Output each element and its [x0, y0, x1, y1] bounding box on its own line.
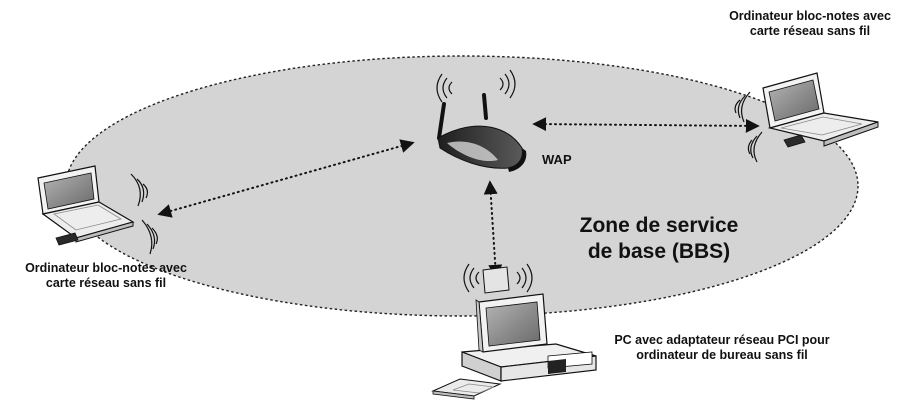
wifi-signal-icon	[130, 173, 158, 255]
laptop-right-icon	[762, 72, 879, 148]
laptop-left-label: Ordinateur bloc-notes avec carte réseau …	[0, 261, 212, 291]
service-area-label-line-2: de base (BBS)	[587, 240, 731, 264]
laptop-left-icon	[37, 165, 135, 246]
access-point-label: WAP	[542, 152, 572, 167]
service-area-label-line-1: Zone de service	[579, 214, 739, 237]
wifi-signal-icon	[734, 91, 763, 163]
laptop-right-label: Ordinateur bloc-notes avec carte réseau …	[706, 9, 914, 39]
link-wap-laptop-left-arrow	[157, 139, 415, 218]
laptop-left-label-line-2: carte réseau sans fil	[45, 276, 167, 290]
link-wap-laptop-right-arrow	[532, 117, 760, 133]
desktop-pc-label: PC avec adaptateur réseau PCI pour ordin…	[572, 333, 872, 363]
desktop-pc-label-line-1: PC avec adaptateur réseau PCI pour	[614, 333, 830, 347]
wifi-signal-icon	[436, 69, 516, 103]
laptop-right-label-line-2: carte réseau sans fil	[749, 24, 871, 38]
desktop-pc-label-line-2: ordinateur de bureau sans fil	[636, 348, 808, 362]
wifi-signal-icon	[463, 263, 533, 293]
laptop-right-label-line-1: Ordinateur bloc-notes avec	[729, 9, 891, 23]
link-wap-desktop-arrow	[483, 180, 503, 279]
laptop-left-label-line-1: Ordinateur bloc-notes avec	[25, 261, 187, 275]
service-area-label: Zone de service de base (BBS)	[566, 213, 752, 266]
wireless-access-point-icon	[437, 93, 527, 172]
desktop-pc-icon	[431, 266, 597, 400]
